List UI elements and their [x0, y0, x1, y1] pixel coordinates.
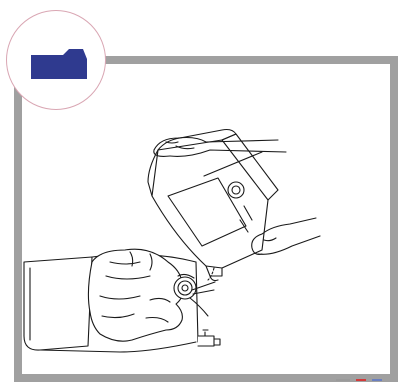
folded-document-icon	[7, 11, 107, 111]
left-hand	[88, 249, 183, 341]
drain-valve	[198, 330, 220, 346]
footer-mark-blue	[372, 379, 382, 381]
section-badge	[6, 10, 106, 110]
tilted-canister	[148, 130, 278, 281]
footer-marks	[336, 379, 386, 383]
footer-mark-gray	[336, 379, 350, 381]
footer-mark-red	[356, 379, 366, 381]
